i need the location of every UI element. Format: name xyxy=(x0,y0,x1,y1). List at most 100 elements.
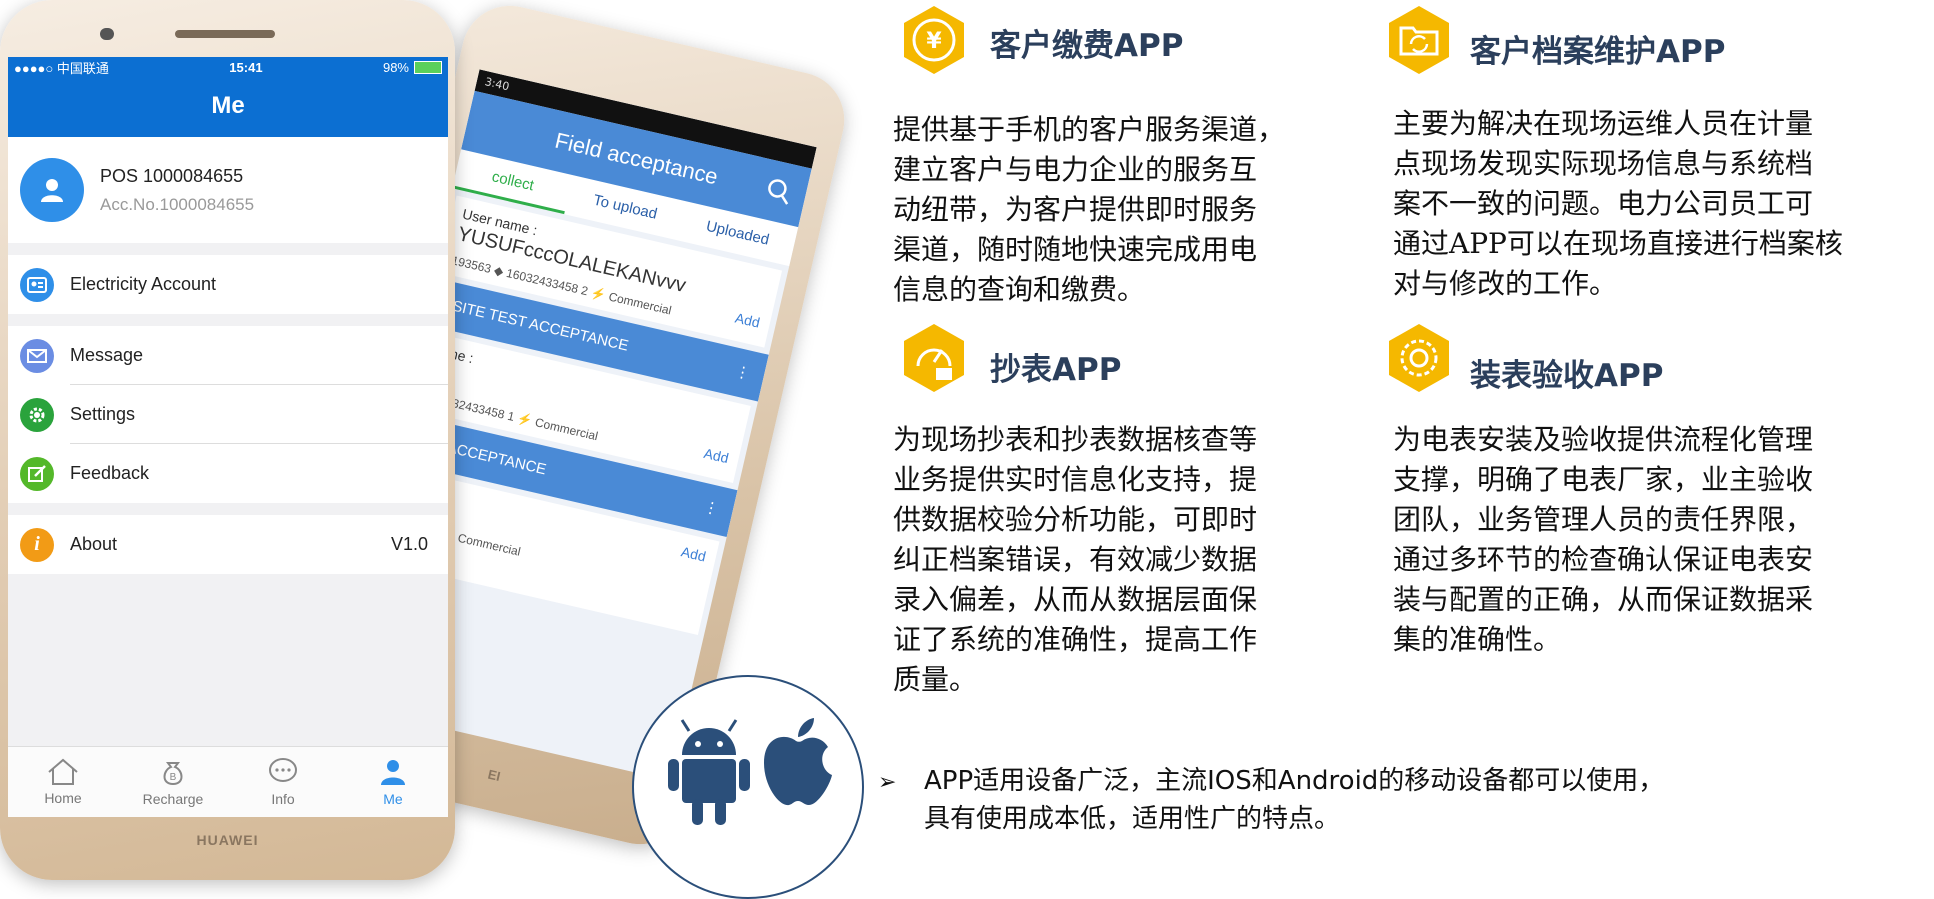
bolt-icon: ⚡ xyxy=(589,285,608,303)
feature-title: 客户档案维护APP xyxy=(1470,34,1726,70)
add-link[interactable]: Add xyxy=(679,543,708,565)
menu-label: Message xyxy=(70,345,144,365)
desc-line: 为电表安装及验收提供流程化管理 xyxy=(1393,423,1814,456)
meter-suffix: 1 xyxy=(506,408,516,424)
tab-home[interactable]: Home xyxy=(8,747,118,817)
back-phone-screen: 3:40 Field acceptance collect To upload … xyxy=(333,69,817,781)
customer-type: Commercial xyxy=(607,289,673,318)
footnote-line: APP适用设备广泛，主流IOS和Android的移动设备都可以使用， xyxy=(924,766,1665,796)
status-bar: ●●●●○ 中国联通 15:41 98% xyxy=(8,57,448,77)
search-icon[interactable] xyxy=(763,175,794,206)
envelope-icon xyxy=(20,338,54,373)
profile-row[interactable]: POS 1000084655 Acc.No.1000084655 xyxy=(8,137,448,243)
svg-text:B: B xyxy=(170,772,177,783)
folder-sync-icon xyxy=(1389,6,1449,74)
menu-about[interactable]: i About V1.0 xyxy=(8,515,448,574)
apple-icon xyxy=(764,718,832,806)
arrow-bullet-icon: ➢ xyxy=(878,770,897,795)
menu-feedback[interactable]: Feedback xyxy=(8,444,448,503)
menu-electricity-account[interactable]: Electricity Account xyxy=(8,255,448,314)
feature-desc: 为电表安装及验收提供流程化管理 支撑，明确了电表厂家，业主验收 团队，业务管理人… xyxy=(1393,420,1813,660)
bolt-icon: ⚡ xyxy=(515,411,534,429)
desc-line: 质量。 xyxy=(893,663,978,696)
desc-line: 业务提供实时信息化支持，提 xyxy=(893,463,1258,496)
menu-label: Feedback xyxy=(70,463,150,483)
about-section: i About V1.0 xyxy=(8,515,448,574)
tab-label: Recharge xyxy=(142,791,204,807)
more-icon[interactable]: ⋮ xyxy=(733,362,752,383)
desc-line: 动纽带，为客户提供即时服务 xyxy=(893,193,1258,226)
desc-line: 对与修改的工作。 xyxy=(1393,267,1618,300)
back-header: Field acceptance xyxy=(461,90,812,228)
desc-line: 主要为解决在现场运维人员在计量 xyxy=(1393,107,1814,140)
back-phone: 3:40 Field acceptance collect To upload … xyxy=(296,0,854,854)
desc-line: 通过APP可以在现场直接进行档案核 xyxy=(1393,227,1843,260)
yen-icon: ¥ xyxy=(904,6,964,74)
desc-line: 纠正档案错误，有效减少数据 xyxy=(893,543,1258,576)
desc-line: 集的准确性。 xyxy=(1393,623,1562,656)
tab-label: Info xyxy=(271,791,295,807)
footnote-line: 具有使用成本低，适用性广的特点。 xyxy=(924,804,1341,834)
svg-text:¥: ¥ xyxy=(926,29,942,54)
feature-desc: 为现场抄表和抄表数据核查等 业务提供实时信息化支持，提 供数据校验分析功能，可即… xyxy=(893,420,1257,700)
general-section: Message Settings Feedback xyxy=(8,326,448,503)
tab-label: Home xyxy=(44,790,82,806)
desc-line: 通过多环节的检查确认保证电表安 xyxy=(1393,543,1814,576)
desc-line: 录入偏差，从而从数据层面保 xyxy=(893,583,1258,616)
battery-icon xyxy=(414,60,442,74)
page-title: Me xyxy=(8,77,448,137)
tab-bar: Home B Recharge Info Me xyxy=(8,746,448,817)
tab-me[interactable]: Me xyxy=(338,747,448,817)
money-bag-icon: B xyxy=(163,762,183,786)
desc-line: 团队，业务管理人员的责任界限， xyxy=(1393,503,1814,536)
feature-title: 抄表APP xyxy=(990,352,1122,388)
gauge-icon xyxy=(904,324,964,392)
menu-label: Settings xyxy=(70,404,136,424)
carrier: ●●●●○ 中国联通 xyxy=(14,60,109,76)
account-number: Acc.No.1000084655 xyxy=(100,194,255,214)
menu-settings[interactable]: Settings xyxy=(8,385,448,444)
desc-line: 提供基于手机的客户服务渠道， xyxy=(893,113,1286,146)
speaker xyxy=(175,30,275,38)
gear-check-icon xyxy=(1389,324,1449,392)
desc-line: 信息的查询和缴费。 xyxy=(893,273,1146,306)
menu-label: Electricity Account xyxy=(70,274,217,294)
home-icon xyxy=(48,758,78,785)
tab-recharge[interactable]: B Recharge xyxy=(118,747,228,817)
desc-line: 建立客户与电力企业的服务互 xyxy=(893,153,1258,186)
feature-title: 客户缴费APP xyxy=(990,28,1184,64)
tag-icon: ◆ xyxy=(492,263,505,279)
desc-line: 供数据校验分析功能，可即时 xyxy=(893,503,1258,536)
feature-desc: 主要为解决在现场运维人员在计量 点现场发现实际现场信息与系统档 案不一致的问题。… xyxy=(1393,104,1843,304)
meter-suffix: 2 xyxy=(579,283,590,299)
clock: 15:41 xyxy=(229,59,263,75)
desc-line: 装与配置的正确，从而保证数据采 xyxy=(1393,583,1814,616)
customer-type: Commercial xyxy=(533,415,600,444)
feature-desc: 提供基于手机的客户服务渠道， 建立客户与电力企业的服务互 动纽带，为客户提供即时… xyxy=(893,110,1285,310)
info-icon: i xyxy=(20,527,54,562)
footnote: ➢ APP适用设备广泛，主流IOS和Android的移动设备都可以使用， 具有使… xyxy=(878,762,1665,838)
front-phone-screen: ●●●●○ 中国联通 15:41 98% Me POS 1000084655 A… xyxy=(8,57,448,817)
chat-icon xyxy=(269,758,297,782)
profile-name: POS 1000084655 xyxy=(100,165,244,186)
desc-line: 证了系统的准确性，提高工作 xyxy=(893,623,1258,656)
customer-type: Commercial xyxy=(456,530,522,559)
user-icon xyxy=(20,158,84,222)
feature-title: 装表验收APP xyxy=(1470,358,1664,394)
menu-message[interactable]: Message xyxy=(8,326,448,385)
desc-line: 案不一致的问题。电力公司员工可 xyxy=(1393,187,1814,220)
os-badge xyxy=(632,675,864,899)
more-icon[interactable]: ⋮ xyxy=(702,498,721,519)
record-id: 193563 xyxy=(450,253,493,276)
gear-icon xyxy=(20,397,54,432)
desc-line: 点现场发现实际现场信息与系统档 xyxy=(1393,147,1814,180)
desc-line: 支撑，明确了电表厂家，业主验收 xyxy=(1393,463,1814,496)
tab-info[interactable]: Info xyxy=(228,747,338,817)
desc-line: 渠道，随时随地快速完成用电 xyxy=(893,233,1258,266)
person-icon xyxy=(381,760,405,785)
menu-label: About xyxy=(70,534,118,554)
android-icon xyxy=(668,719,750,825)
profile-section: POS 1000084655 Acc.No.1000084655 xyxy=(8,137,448,243)
version-value: V1.0 xyxy=(390,534,428,554)
front-phone: ●●●●○ 中国联通 15:41 98% Me POS 1000084655 A… xyxy=(0,0,455,880)
